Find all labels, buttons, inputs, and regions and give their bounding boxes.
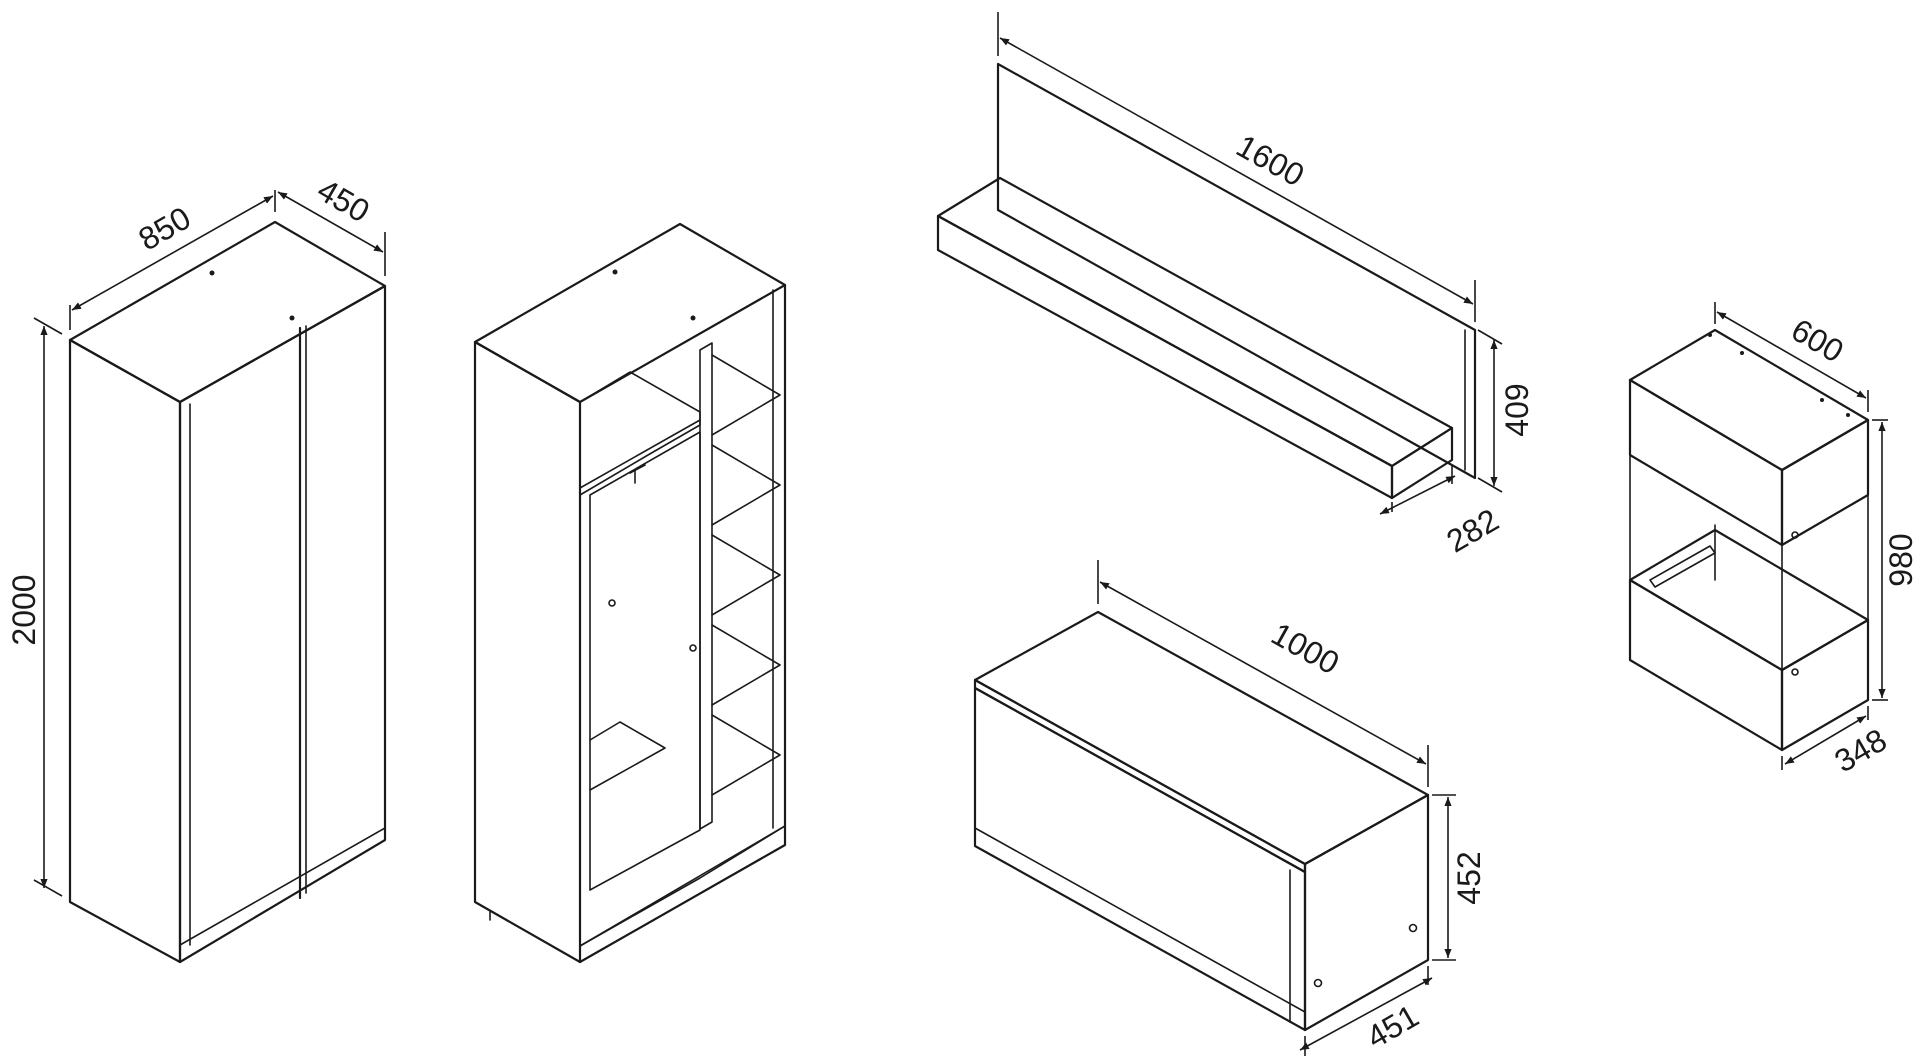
label-bench-height: 452 (1451, 851, 1487, 904)
wardrobe-open (473, 222, 787, 964)
label-wardrobe-depth: 450 (311, 172, 375, 230)
label-wardrobe-height: 2000 (6, 574, 42, 645)
label-cabinet-width: 600 (1785, 312, 1849, 370)
label-shelf-width: 1600 (1230, 127, 1310, 193)
label-bench-depth: 451 (1360, 998, 1424, 1056)
wall-shelf (936, 62, 1477, 500)
label-wardrobe-width: 850 (132, 200, 196, 258)
wall-cabinet (1628, 328, 1870, 752)
storage-bench (973, 610, 1430, 1032)
label-cabinet-depth: 348 (1828, 722, 1892, 780)
label-bench-width: 1000 (1265, 615, 1345, 681)
dimension-labels: 850 450 2000 1600 409 282 1000 452 451 6… (6, 127, 1919, 1055)
label-cabinet-height: 980 (1883, 533, 1919, 586)
label-shelf-height: 409 (1499, 383, 1535, 436)
label-shelf-depth: 282 (1440, 502, 1504, 560)
dimension-lines (33, 12, 1888, 1056)
wardrobe-closed (68, 220, 387, 964)
